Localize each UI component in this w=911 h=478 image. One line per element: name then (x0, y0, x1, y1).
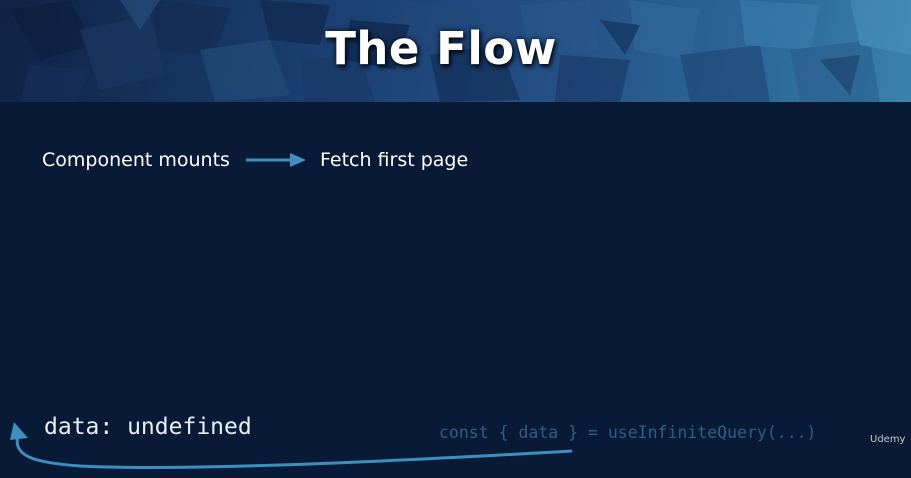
flow-arrow-icon (246, 153, 306, 167)
flow-step-component-mounts: Component mounts (42, 149, 230, 171)
data-state-code: data: undefined (44, 414, 252, 440)
flow-step-fetch-first-page: Fetch first page (320, 149, 469, 171)
banner-texture (10, 0, 911, 102)
title-banner: The Flow (0, 0, 911, 104)
use-infinite-query-code: const { data } = useInfiniteQuery(...) (439, 423, 817, 442)
udemy-watermark: Udemy (870, 434, 906, 445)
slide-title: The Flow (325, 22, 557, 75)
return-loop-arrow-icon (10, 422, 573, 469)
